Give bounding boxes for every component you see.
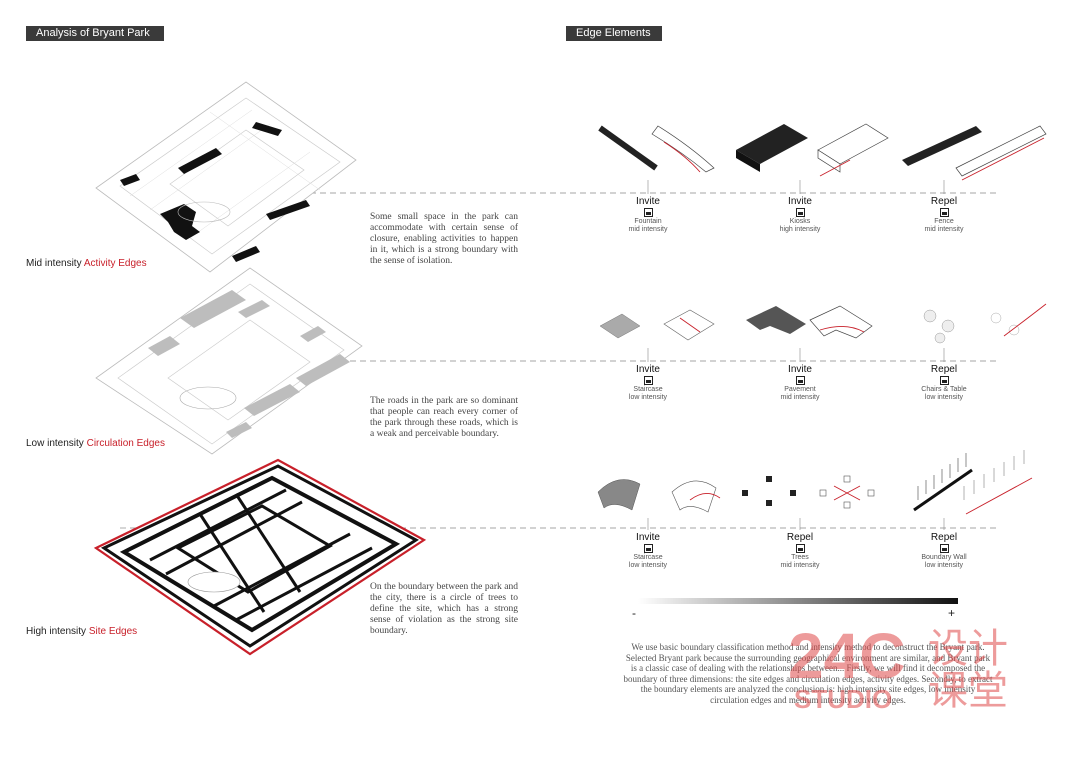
sketch-boundary-wall	[913, 450, 1033, 515]
element-name: Trees	[791, 554, 809, 561]
edge-element-fountain: Invite Fountain mid intensity	[608, 196, 688, 234]
sketch-fence	[902, 125, 1047, 181]
edge-element-fence: Repel Fence mid intensity	[904, 196, 984, 234]
element-verb: Invite	[636, 196, 660, 207]
edge-element-kiosks: Invite Kiosks high intensity	[760, 196, 840, 234]
intensity-icon	[643, 544, 653, 553]
element-name: Boundary Wall	[921, 554, 967, 561]
scale-max-label: +	[948, 606, 956, 620]
intensity-icon	[939, 544, 949, 553]
element-level: mid intensity	[780, 394, 820, 401]
layer-edge-type: Circulation Edges	[86, 438, 165, 449]
layer-edge-type: Activity Edges	[83, 258, 147, 269]
edge-element-boundary-wall: Repel Boundary Wall low intensity	[904, 532, 984, 570]
sketch-pavement	[746, 305, 873, 339]
sketch-chairs-table	[923, 303, 1047, 344]
element-verb: Repel	[930, 364, 958, 375]
element-verb: Invite	[788, 196, 812, 207]
element-name: Kiosks	[789, 218, 811, 225]
edge-element-staircase: Invite Staircase low intensity	[608, 364, 688, 402]
element-level: low intensity	[628, 562, 668, 569]
layer-edge-type: Site Edges	[88, 626, 138, 637]
edge-element-pavement: Invite Pavement mid intensity	[760, 364, 840, 402]
description-activity: Some small space in the park can accommo…	[370, 212, 518, 266]
element-level: low intensity	[924, 394, 964, 401]
edge-element-trees: Repel Trees mid intensity	[760, 532, 840, 570]
element-level: mid intensity	[628, 226, 668, 233]
element-level: low intensity	[924, 562, 964, 569]
element-verb: Invite	[636, 364, 660, 375]
element-level: low intensity	[628, 394, 668, 401]
sketch-staircase-2	[597, 479, 721, 513]
element-name: Pavement	[784, 386, 816, 393]
layer-intensity: Low intensity	[26, 438, 84, 449]
connector-lines	[120, 192, 1000, 529]
intensity-icon	[939, 208, 949, 217]
watermark-logo-text: 24C	[788, 620, 905, 692]
intensity-gradient-bar	[638, 598, 958, 604]
scale-min-label: -	[632, 606, 636, 620]
intensity-icon	[795, 208, 805, 217]
element-name: Staircase	[633, 386, 663, 393]
plan-site-edges	[93, 458, 427, 656]
intensity-icon	[795, 544, 805, 553]
sketch-staircase-1	[599, 309, 715, 341]
edge-element-staircase-2: Invite Staircase low intensity	[608, 532, 688, 570]
watermark-logo: 24C 设计课堂 STUDIO	[788, 620, 1008, 713]
intensity-icon	[795, 376, 805, 385]
layer-label-circulation: Low intensity Circulation Edges	[26, 438, 165, 449]
layer-intensity: Mid intensity	[26, 258, 82, 269]
edge-element-chairs-table: Repel Chairs & Table low intensity	[904, 364, 984, 402]
intensity-icon	[643, 376, 653, 385]
element-name: Fountain	[634, 218, 662, 225]
plan-circulation-edges	[95, 267, 363, 455]
section-title-analysis: Analysis of Bryant Park	[26, 26, 164, 41]
element-verb: Invite	[788, 364, 812, 375]
element-level: mid intensity	[780, 562, 820, 569]
intensity-icon	[939, 376, 949, 385]
description-site: On the boundary between the park and the…	[370, 582, 518, 636]
plan-activity-edges	[95, 81, 357, 273]
element-level: mid intensity	[924, 226, 964, 233]
layer-label-site: High intensity Site Edges	[26, 626, 137, 637]
description-circulation: The roads in the park are so dominant th…	[370, 396, 518, 439]
element-verb: Invite	[636, 532, 660, 543]
sketch-fountain	[598, 125, 715, 173]
element-name: Chairs & Table	[921, 386, 967, 393]
section-title-edge-elements: Edge Elements	[566, 26, 662, 41]
layer-label-activity: Mid intensity Activity Edges	[26, 258, 147, 269]
element-name: Staircase	[633, 554, 663, 561]
element-verb: Repel	[930, 196, 958, 207]
element-name: Fence	[934, 218, 954, 225]
intensity-icon	[643, 208, 653, 217]
element-level: high intensity	[779, 226, 821, 233]
sketch-trees	[742, 475, 875, 509]
element-verb: Repel	[930, 532, 958, 543]
summary-text: We use basic boundary classification met…	[623, 642, 993, 705]
sketch-kiosks	[736, 123, 889, 177]
watermark-sub-text: STUDIO	[794, 684, 892, 713]
watermark-chinese-text: 设计课堂	[928, 626, 1008, 713]
layer-intensity: High intensity	[26, 626, 87, 637]
element-verb: Repel	[786, 532, 814, 543]
